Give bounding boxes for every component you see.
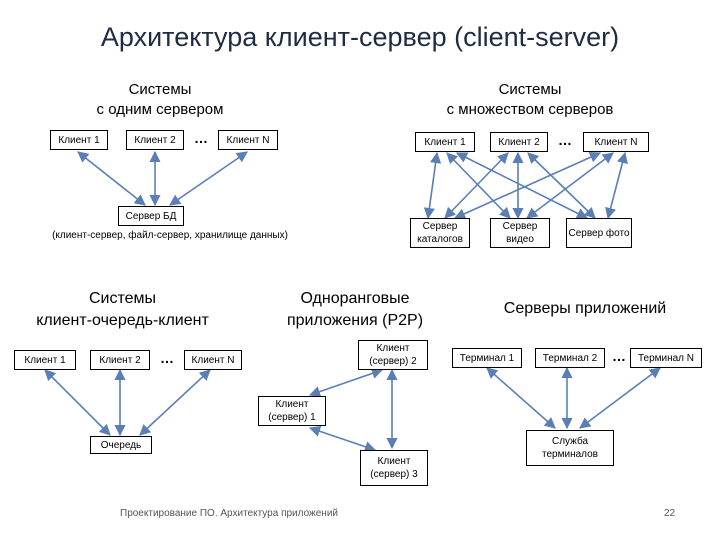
footer-caption: Проектирование ПО. Архитектура приложени… — [120, 508, 338, 519]
arrow-sbd-client1 — [77, 151, 146, 206]
page-number: 22 — [664, 508, 676, 519]
p2p-node-2: Клиент (сервер) 2 — [358, 340, 428, 370]
ss-note: (клиент-сервер, файл-сервер, хранилище д… — [52, 230, 288, 241]
arrow-ms-c1-s1 — [423, 151, 442, 220]
arrow-sbd-clientN — [169, 151, 248, 206]
q-client-2: Клиент 2 — [90, 350, 150, 370]
ms-server-catalogs: Сервер каталогов — [410, 218, 470, 248]
arrow-ms-c2-s3 — [527, 152, 596, 219]
ss-server-db: Сервер БД — [118, 206, 184, 226]
arrow-q-clientN — [139, 369, 211, 436]
page-title: Архитектура клиент-сервер (client-server… — [100, 22, 620, 52]
ss-client-2: Клиент 2 — [126, 130, 184, 150]
app-servers-heading: Серверы приложений — [503, 300, 667, 317]
ms-client-1: Клиент 1 — [415, 132, 475, 152]
ss-client-n: Клиент N — [218, 130, 278, 150]
arrow-p2p-2-1 — [308, 368, 384, 397]
q-queue: Очередь — [90, 436, 152, 454]
as-terminal-service: Служба терминалов — [526, 430, 614, 466]
ms-dots: … — [558, 132, 573, 148]
p2p-node-3: Клиент (сервер) 3 — [360, 450, 428, 486]
p2p-node-1: Клиент (сервер) 1 — [258, 396, 326, 426]
ms-client-2: Клиент 2 — [490, 132, 548, 152]
single-server-heading: Системы с одним сервером — [96, 81, 224, 118]
arrow-ms-cN-s3 — [605, 151, 628, 220]
q-dots: … — [160, 350, 175, 366]
as-terminal-2: Терминал 2 — [535, 348, 605, 368]
ss-client-1: Клиент 1 — [50, 130, 108, 150]
multi-server-heading: Системы с множеством серверов — [446, 81, 614, 118]
q-client-1: Клиент 1 — [14, 350, 76, 370]
arrow-q-client1 — [44, 369, 111, 436]
arrow-p2p-1-3 — [308, 425, 377, 453]
p2p-heading: Одноранговые приложения (P2P) — [286, 290, 424, 329]
arrow-as-tN — [579, 367, 661, 429]
queue-heading: Системы клиент-очередь-клиент — [36, 290, 209, 329]
q-client-n: Клиент N — [184, 350, 242, 370]
ss-dots: … — [194, 130, 209, 146]
as-terminal-n: Терминал N — [630, 348, 702, 368]
ms-server-video: Сервер видео — [490, 218, 550, 248]
ms-client-n: Клиент N — [583, 132, 649, 152]
as-dots: … — [612, 348, 627, 364]
arrow-as-t1 — [486, 367, 556, 429]
ms-server-photo: Сервер фото — [566, 218, 632, 248]
arrow-ms-cN-s2 — [526, 152, 614, 219]
as-terminal-1: Терминал 1 — [452, 348, 522, 368]
